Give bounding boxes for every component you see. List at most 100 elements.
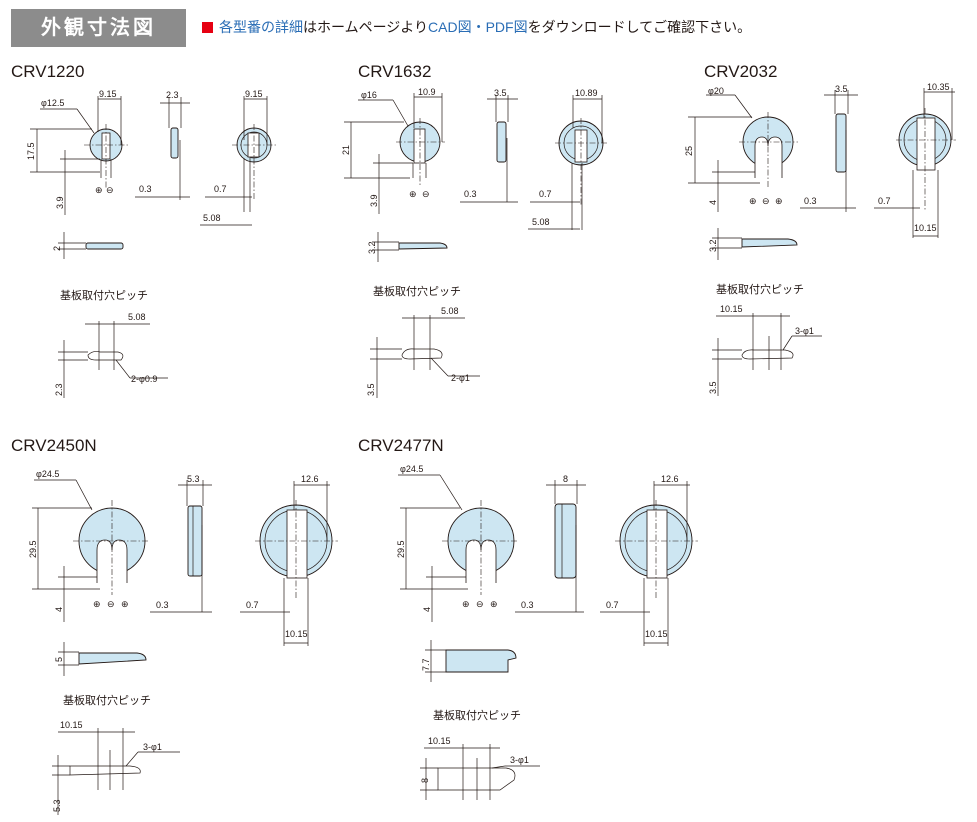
crv1220-dim-h: 17.5 bbox=[26, 142, 36, 160]
crv1220-cell-bottom bbox=[85, 242, 124, 250]
crv1632-dim-dia: φ16 bbox=[361, 90, 377, 100]
pitch-label-crv2032: 基板取付穴ピッチ bbox=[716, 284, 804, 296]
crv1220-dim-dia: φ12.5 bbox=[41, 98, 64, 108]
crv2450n-dim-t: 5.3 bbox=[187, 474, 200, 484]
crv2477n-dim-hole-pitch: 10.15 bbox=[428, 736, 451, 746]
crv2032-dim-dia: φ20 bbox=[708, 86, 724, 96]
crv2477n-dim-h: 29.5 bbox=[396, 540, 406, 558]
crv2450n-hole-outline bbox=[69, 765, 141, 776]
pitch-label-crv1220: 基板取付穴ピッチ bbox=[60, 290, 148, 302]
crv1632-dim-lead: 3.9 bbox=[369, 194, 379, 207]
crv2477n-cell-bottom bbox=[445, 649, 517, 673]
model-name-crv1632: CRV1632 bbox=[358, 62, 432, 81]
crv1220-dim-w1: 9.15 bbox=[99, 89, 117, 99]
crv2477n-dim-pitch: 10.15 bbox=[645, 629, 668, 639]
crv1220-hole-outline bbox=[87, 351, 124, 361]
crv2450n-dim-hole: 3-φ1 bbox=[143, 742, 162, 752]
crv2450n-plus-mark-2: ⊕ bbox=[121, 599, 129, 609]
crv2450n-dim-side-h: 5 bbox=[54, 657, 64, 662]
crv2450n-dim-lead: 4 bbox=[54, 607, 64, 612]
crv2477n-dim-side-h: 7.7 bbox=[421, 658, 431, 671]
crv1220-dim-hole-pitch: 5.08 bbox=[128, 312, 146, 322]
crv2477n-dim-gap: 0.3 bbox=[521, 600, 534, 610]
crv2477n-plus-mark-2: ⊕ bbox=[490, 599, 498, 609]
crv2477n-dim-lead: 4 bbox=[422, 607, 432, 612]
crv2477n-plus-mark: ⊕ bbox=[462, 599, 470, 609]
crv1632-dim-hole: 2-φ1 bbox=[451, 373, 470, 383]
crv1220-dim-pitch: 5.08 bbox=[203, 213, 221, 223]
download-note: 各型番の詳細はホームページよりCAD図・PDF図をダウンロードしてご確認下さい。 bbox=[202, 17, 751, 37]
crv2032-dim-hole: 3-φ1 bbox=[795, 326, 814, 336]
crv1220-dim-hole-h: 2.3 bbox=[54, 383, 64, 396]
crv1632-dim-t: 3.5 bbox=[494, 88, 507, 98]
crv2032-plus-mark-2: ⊕ bbox=[775, 196, 783, 206]
crv1632-dim-pitch: 5.08 bbox=[532, 217, 550, 227]
crv2450n-dim-dia: φ24.5 bbox=[36, 469, 59, 479]
crv1220-dim-gap: 0.3 bbox=[139, 184, 152, 194]
crv2032-dim-gap: 0.3 bbox=[804, 196, 817, 206]
crv1220-dim-lead: 3.9 bbox=[55, 196, 65, 209]
crv2032-dim-hole-h: 3.5 bbox=[708, 381, 718, 394]
model-name-crv2032: CRV2032 bbox=[704, 62, 778, 81]
note-detail: 各型番の詳細 bbox=[219, 19, 303, 35]
crv1220-dim-w2: 9.15 bbox=[245, 89, 263, 99]
crv1220-plus-mark: ⊕ bbox=[95, 185, 103, 195]
crv1632-drawing: 10.9 φ16 21 3.9 ⊕ ⊖ 3.5 0.3 10.89 0.7 5.… bbox=[341, 87, 607, 398]
crv2477n-minus-mark: ⊖ bbox=[476, 599, 484, 609]
crv2032-dim-h: 25 bbox=[684, 146, 694, 156]
crv2450n-cell-side bbox=[187, 505, 203, 577]
crv2032-dim-side-h: 3.2 bbox=[708, 239, 718, 252]
crv2450n-dim-gap: 0.3 bbox=[156, 600, 169, 610]
crv2450n-dim-lt: 0.7 bbox=[246, 600, 259, 610]
crv1632-cell-side bbox=[496, 121, 507, 163]
crv1632-dim-side-h: 3.2 bbox=[367, 241, 377, 254]
crv1632-dim-hole-pitch: 5.08 bbox=[441, 306, 459, 316]
pitch-label-crv2450n: 基板取付穴ピッチ bbox=[63, 695, 151, 707]
crv2477n-hole-outline bbox=[437, 767, 516, 791]
crv2032-dim-pitch: 10.15 bbox=[914, 223, 937, 233]
crv1632-terminal bbox=[413, 128, 426, 164]
crv2477n-dim-t: 8 bbox=[563, 474, 568, 484]
model-name-crv1220: CRV1220 bbox=[11, 62, 85, 81]
crv2032-drawing: φ20 25 4 ⊕ ⊖ ⊕ 3.5 0.3 10.35 0.7 10.15 3… bbox=[684, 82, 956, 396]
crv2450n-dim-hole-pitch: 10.15 bbox=[60, 720, 83, 730]
note-text-end: をダウンロードしてご確認下さい。 bbox=[527, 19, 752, 35]
crv1632-dim-w1: 10.9 bbox=[418, 87, 436, 97]
crv2032-hole-outline bbox=[741, 349, 794, 360]
model-name-crv2477n: CRV2477N bbox=[358, 436, 444, 455]
crv1220-dim-hole: 2-φ0.9 bbox=[131, 374, 157, 384]
crv2032-dim-lead: 4 bbox=[708, 200, 718, 205]
crv1632-minus-mark: ⊖ bbox=[422, 189, 430, 199]
crv2450n-dim-h: 29.5 bbox=[28, 540, 38, 558]
crv1220-dim-side-h: 2 bbox=[52, 246, 62, 251]
crv2032-cell-bottom bbox=[741, 238, 798, 248]
crv1220-cell-side bbox=[170, 127, 179, 159]
crv2450n-cell-bottom bbox=[78, 652, 147, 665]
crv2032-terminal bbox=[754, 136, 783, 178]
crv1220-drawing: 9.15 φ12.5 17.5 3.9 ⊕ ⊖ 2.3 0.3 9.15 0.7… bbox=[26, 89, 278, 398]
crv2477n-dim-hole-h: 8 bbox=[420, 778, 430, 783]
crv2450n-dim-hole-h: 5.3 bbox=[52, 799, 62, 812]
crv2032-cell-side bbox=[835, 113, 847, 173]
model-name-crv2450n: CRV2450N bbox=[11, 436, 97, 455]
red-square-icon bbox=[202, 22, 213, 33]
crv1632-dim-gap: 0.3 bbox=[464, 189, 477, 199]
crv2477n-dim-dia: φ24.5 bbox=[400, 464, 423, 474]
crv2477n-cell-side bbox=[554, 503, 577, 579]
crv2032-dim-w2: 10.35 bbox=[927, 82, 950, 92]
crv2477n-dim-hole: 3-φ1 bbox=[510, 755, 529, 765]
crv1220-dim-t: 2.3 bbox=[166, 90, 179, 100]
crv2477n-drawing: φ24.5 29.5 4 ⊕ ⊖ ⊕ 8 0.3 12.6 0.7 10.15 … bbox=[396, 464, 698, 800]
crv2450n-plus-mark: ⊕ bbox=[93, 599, 101, 609]
crv2450n-minus-mark: ⊖ bbox=[107, 599, 115, 609]
crv2032-dim-hole-pitch: 10.15 bbox=[720, 304, 743, 314]
crv2032-minus-mark: ⊖ bbox=[762, 196, 770, 206]
crv2032-dim-t: 3.5 bbox=[835, 84, 848, 94]
crv2032-plus-mark: ⊕ bbox=[749, 196, 757, 206]
crv1220-dim-lt: 0.7 bbox=[214, 184, 227, 194]
crv2477n-dim-lt: 0.7 bbox=[606, 600, 619, 610]
crv1632-dim-hole-h: 3.5 bbox=[366, 383, 376, 396]
crv2032-dim-lt: 0.7 bbox=[878, 196, 891, 206]
crv2450n-dim-pitch: 10.15 bbox=[285, 629, 308, 639]
